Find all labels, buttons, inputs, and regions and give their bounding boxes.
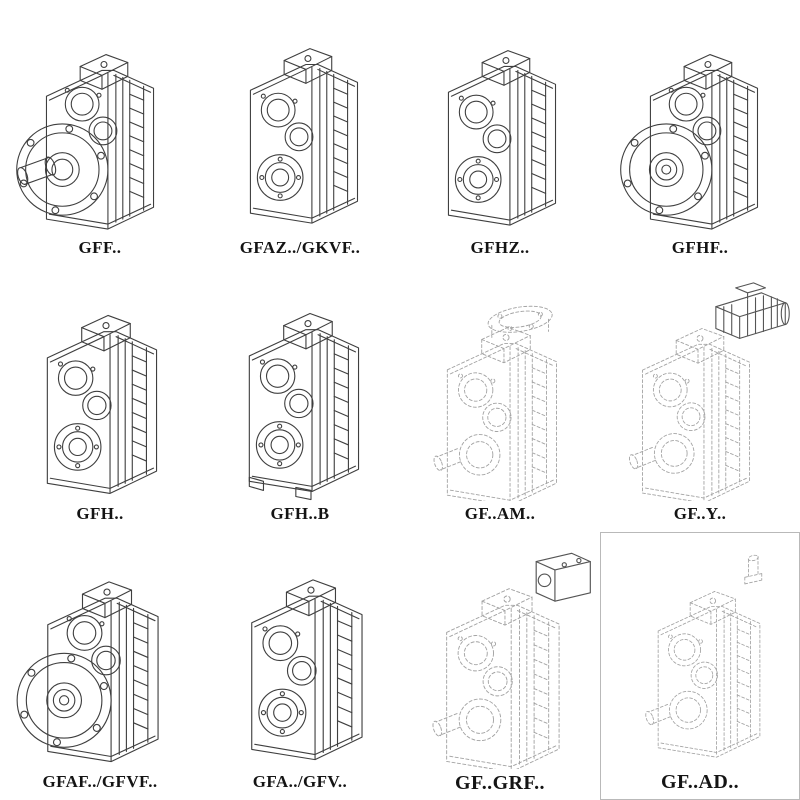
bearing-bores bbox=[668, 86, 722, 146]
gearbox-drawing-gf-am bbox=[400, 271, 600, 501]
gearbox-housing-phantom bbox=[446, 326, 558, 501]
output-shaft bbox=[15, 155, 59, 187]
catalog-cell: GF..GRF.. bbox=[400, 532, 600, 800]
hollow-shaft-face bbox=[255, 421, 304, 469]
gearbox-drawing-gf-grf bbox=[400, 539, 600, 769]
gearbox-housing bbox=[45, 54, 155, 230]
gearbox-housing-phantom bbox=[446, 588, 560, 769]
hollow-shaft-face bbox=[454, 156, 502, 203]
catalog-cell: GFAF../GFVF.. bbox=[0, 532, 200, 800]
bearing-bores bbox=[457, 634, 513, 697]
model-label: GFH..B bbox=[270, 504, 330, 523]
input-adapter bbox=[535, 552, 591, 602]
catalog-cell: GF..AM.. bbox=[400, 266, 600, 532]
model-label: GFHF.. bbox=[671, 238, 729, 257]
gearbox-drawing-gfhz bbox=[400, 5, 600, 235]
bearing-bores bbox=[458, 94, 512, 154]
gearbox-drawing-gff bbox=[0, 5, 200, 235]
gearbox-drawing-gf-y bbox=[600, 271, 800, 501]
output-bore-and-shaft bbox=[643, 690, 708, 730]
output-bore-and-shaft bbox=[430, 698, 502, 742]
gearbox-drawing-gf-ad bbox=[601, 538, 799, 768]
gearbox-drawing-gfh-b bbox=[200, 271, 400, 501]
bearing-bores bbox=[457, 372, 512, 433]
motor-block bbox=[715, 282, 790, 339]
gearbox-housing bbox=[249, 48, 359, 224]
catalog-cell: GF..Y.. bbox=[600, 266, 800, 532]
hollow-shaft-face bbox=[53, 423, 102, 471]
bearing-bores bbox=[262, 625, 317, 686]
gearbox-housing bbox=[649, 54, 759, 230]
gearbox-housing bbox=[447, 50, 557, 226]
hub-recess bbox=[58, 695, 70, 706]
hollow-shaft-face bbox=[258, 688, 307, 737]
bearing-bores bbox=[259, 358, 314, 419]
model-label: GFAZ../GKVF.. bbox=[239, 238, 361, 257]
gearbox-drawing-gfaz-gkvf bbox=[200, 5, 400, 235]
catalog-cell: GF..AD.. bbox=[600, 532, 800, 800]
catalog-cell: GFF.. bbox=[0, 0, 200, 266]
model-label: GFH.. bbox=[76, 504, 124, 523]
output-flange bbox=[16, 123, 109, 216]
catalog-cell: GFHZ.. bbox=[400, 0, 600, 266]
model-label: GFA../GFV.. bbox=[252, 772, 348, 791]
hub-recess bbox=[661, 164, 672, 175]
gearbox-drawing-gfhf bbox=[600, 5, 800, 235]
output-flange bbox=[620, 123, 713, 216]
gearbox-drawing-gfh bbox=[0, 271, 200, 501]
gearbox-housing bbox=[248, 312, 360, 492]
gearbox-housing bbox=[46, 314, 158, 494]
bearing-bores bbox=[260, 92, 314, 152]
output-bore-and-shaft bbox=[627, 433, 695, 474]
output-flange bbox=[16, 652, 112, 748]
gearbox-drawing-gfaf-gfvf bbox=[0, 539, 200, 769]
gearbox-housing-phantom bbox=[642, 328, 751, 501]
bearing-bores bbox=[652, 372, 706, 432]
gearbox-housing bbox=[47, 581, 159, 763]
catalog-cell: GFH..B bbox=[200, 266, 400, 532]
bearing-bores bbox=[57, 360, 112, 421]
model-label: GF..AM.. bbox=[464, 504, 536, 523]
model-label: GFAF../GFVF.. bbox=[42, 772, 158, 791]
bearing-bores bbox=[668, 633, 718, 689]
model-label: GFF.. bbox=[78, 238, 122, 257]
catalog-cell: GFHF.. bbox=[600, 0, 800, 266]
gearbox-drawing-gfa-gfv bbox=[200, 539, 400, 769]
model-label: GF..GRF.. bbox=[455, 772, 545, 794]
model-label: GF..Y.. bbox=[673, 504, 727, 523]
catalog-cell: GFA../GFV.. bbox=[200, 532, 400, 800]
bearing-bores bbox=[64, 86, 118, 146]
catalog-cell: GFH.. bbox=[0, 266, 200, 532]
gearbox-housing bbox=[251, 579, 363, 761]
bearing-bores bbox=[66, 615, 121, 676]
input-shaft-stub bbox=[744, 553, 763, 585]
hollow-shaft-face bbox=[256, 154, 304, 201]
output-bore-and-shaft bbox=[431, 434, 501, 476]
model-label: GF..AD.. bbox=[660, 771, 740, 793]
catalog-cell: GFAZ../GKVF.. bbox=[200, 0, 400, 266]
model-label: GFHZ.. bbox=[470, 238, 530, 257]
gearbox-housing-phantom bbox=[657, 590, 761, 758]
